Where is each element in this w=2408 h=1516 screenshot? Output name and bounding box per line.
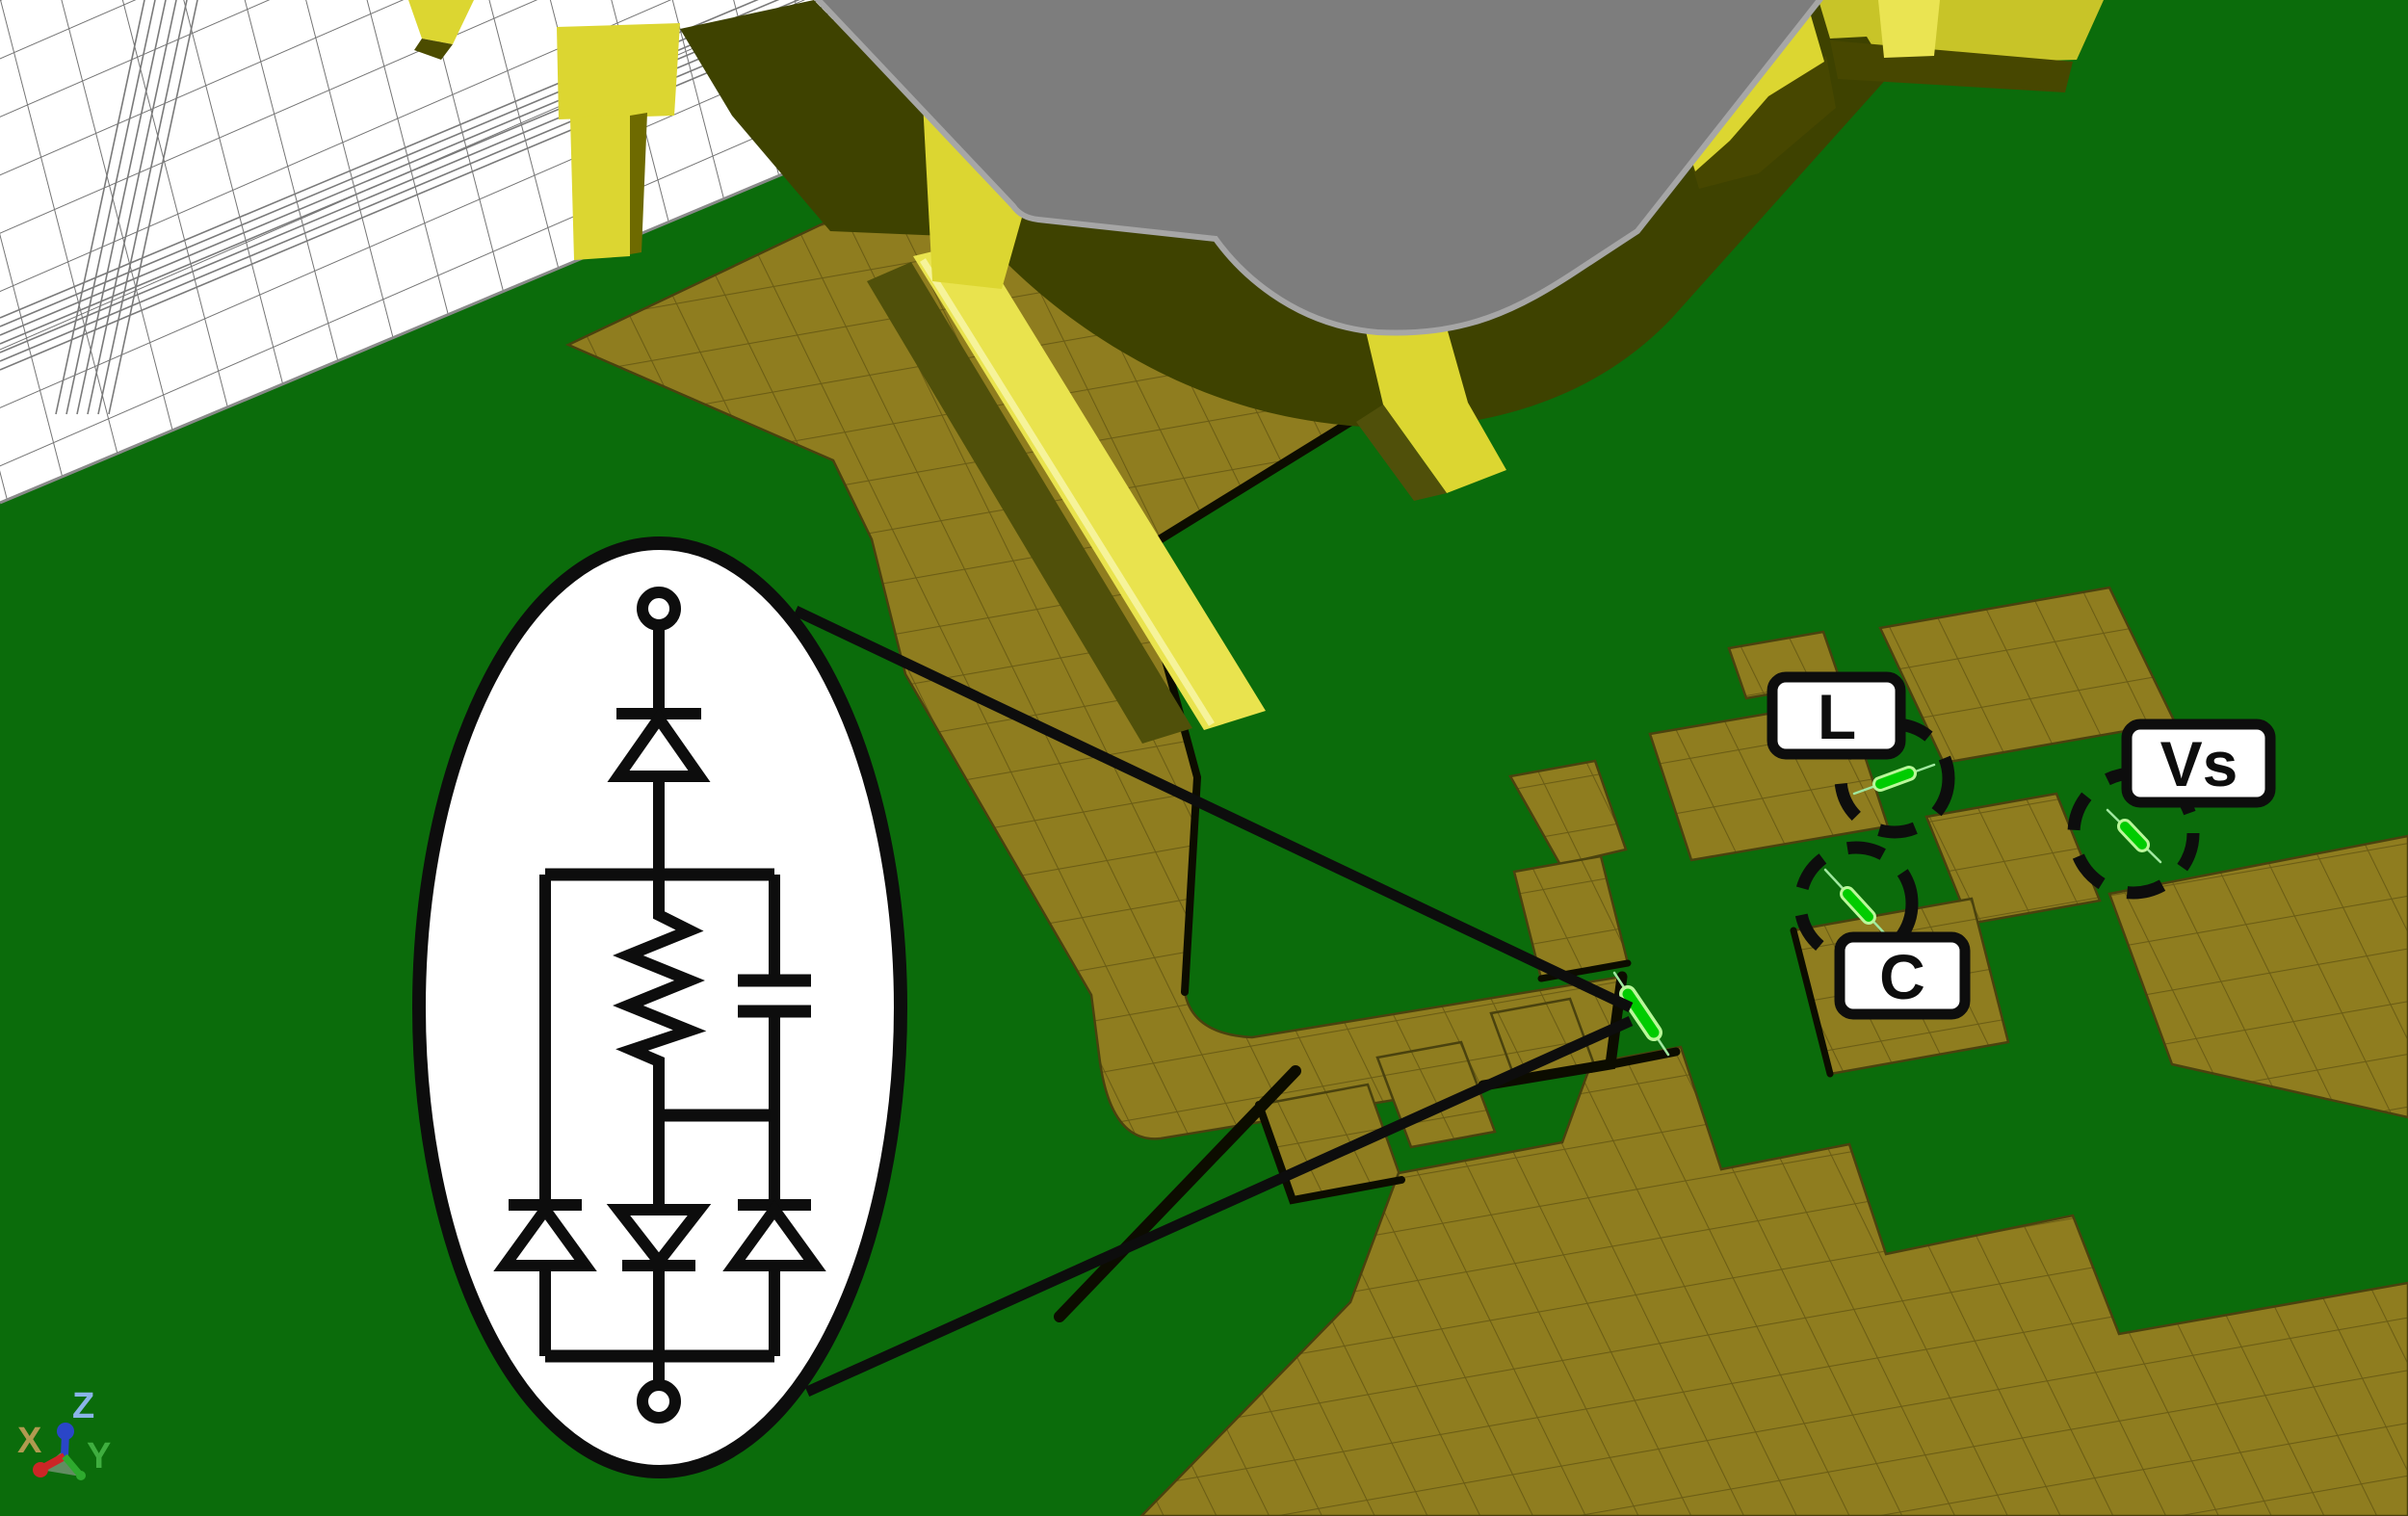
pad [1508, 759, 1628, 867]
axes-widget: Z X Y [17, 1386, 111, 1480]
top-edge-pin-sliver [408, 0, 474, 44]
resistor-icon [613, 875, 707, 1115]
connector-cast-shadow [979, 0, 1923, 428]
leader-line-top [793, 606, 1634, 1012]
pin-sliver-shadow [414, 39, 453, 60]
source-label-text: Vs [2160, 728, 2238, 799]
y-axis-arrow [62, 1453, 83, 1477]
port-labels: L C Vs [1767, 671, 2276, 1020]
source-label: Vs [2121, 719, 2276, 808]
connector-pin [913, 241, 1266, 730]
connector-pin [570, 114, 636, 260]
connector-pin [557, 23, 680, 119]
inductor-label: L [1767, 671, 1906, 760]
esd-port-element [1612, 971, 1670, 1057]
pad [2107, 834, 2408, 1119]
x-axis-label: X [17, 1421, 42, 1461]
smd-connector [557, 0, 2104, 744]
inductor-port-element [1852, 763, 1936, 796]
connector-body [814, 0, 1823, 336]
inductor-label-text: L [1818, 681, 1856, 752]
source-port-element [2106, 808, 2162, 864]
inductor-port-circle [1834, 718, 1955, 839]
capacitor-label: C [1834, 931, 1971, 1020]
z-axis-label: Z [72, 1386, 94, 1426]
axes-fan [40, 1450, 81, 1477]
leader-line-bottom [804, 1015, 1634, 1398]
ground-pour [1139, 1045, 2408, 1516]
callout-leader-lines [793, 606, 1634, 1398]
circuit-inset [412, 536, 907, 1478]
lumped-elements [1612, 763, 2162, 1057]
terminal-bottom-icon [637, 1379, 681, 1424]
capacitor-port-element [1823, 868, 1892, 941]
pad [1924, 792, 2102, 926]
capacitor-label-text: C [1879, 941, 1925, 1012]
y-axis-label: Y [87, 1436, 111, 1477]
connector-pins [557, 0, 2104, 744]
